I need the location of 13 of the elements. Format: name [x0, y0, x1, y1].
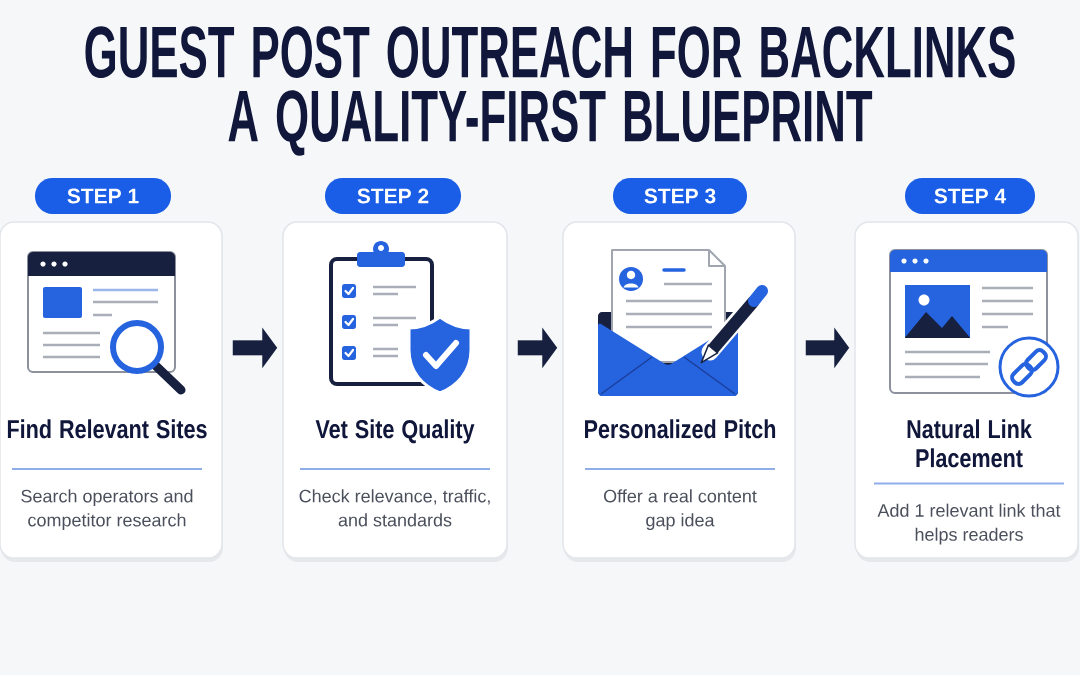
step-title: Find Relevant Sites — [7, 419, 207, 439]
step-description: Check relevance, traffic, and standards — [299, 489, 490, 527]
step-badge: STEP 1 — [35, 178, 171, 214]
step-title: Personalized Pitch — [585, 419, 776, 439]
step-badge: STEP 2 — [325, 178, 461, 214]
step-badge: STEP 4 — [905, 178, 1035, 214]
step-title: Vet Site Quality — [315, 419, 475, 444]
step-badge: STEP 3 — [613, 178, 747, 214]
title: GUEST POST OUTREACH FOR BACKLINKS A QUALITY-FIRST BLUEPRINT — [85, 26, 1015, 156]
step-title: Natural Link Placement — [907, 419, 1032, 468]
step-description: Offer a real content gap idea — [604, 489, 757, 531]
step-description: Add 1 relevant link that helps readers — [877, 503, 1061, 545]
step-description: Search operators and competitor research — [21, 489, 193, 531]
